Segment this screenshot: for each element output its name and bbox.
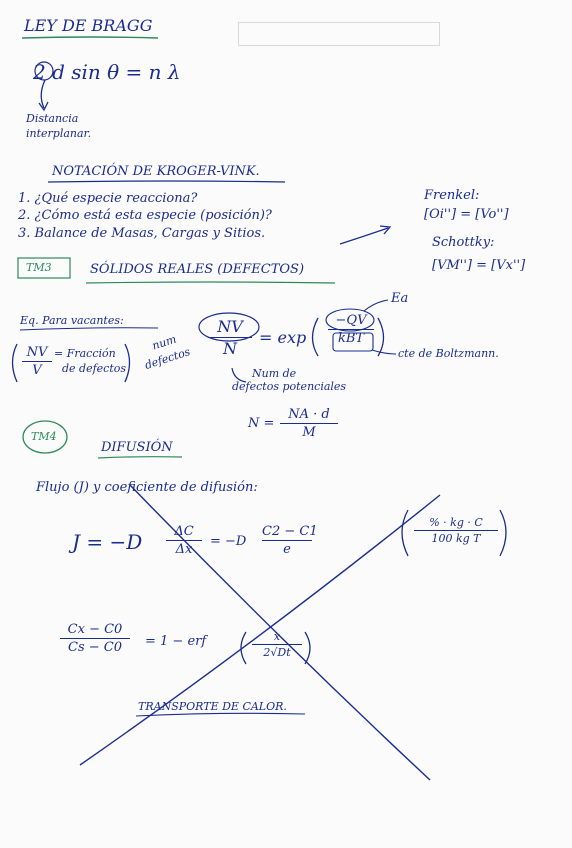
kroger-item-1: 1. ¿Qué especie reacciona?: [18, 191, 198, 206]
frenkel-label: Frenkel:: [424, 188, 480, 203]
tm4-badge: TM4: [31, 430, 57, 443]
ficks-num: Cx − C0: [67, 622, 123, 637]
n-eq-fraction: NA · d M: [280, 407, 338, 440]
j-eq-frac2: C2 − C1 e: [262, 524, 318, 557]
exp-den: kBT: [337, 331, 365, 346]
tm3-badge: TM3: [26, 261, 52, 274]
exp-fraction: −QV kBT: [328, 313, 374, 346]
main-fraction: NV N: [208, 317, 252, 358]
bragg-equation: 2 d sin θ = n λ: [33, 60, 181, 84]
exp-text: = exp: [259, 328, 307, 347]
schottky-label: Schottky:: [432, 235, 495, 250]
units-fraction: % · kg · C 100 kg T: [414, 516, 498, 545]
j-eq-frac2-num: C2 − C1: [262, 524, 318, 539]
main-frac-den: N: [223, 339, 237, 358]
n-eq-num: NA · d: [288, 407, 330, 422]
units-den: 100 kg T: [431, 532, 481, 545]
ficks-arg-den: 2√Dt: [263, 646, 291, 659]
ficks-arg: x 2√Dt: [252, 630, 302, 659]
ghost-box: [238, 22, 440, 46]
n-note-2: defectos potenciales: [232, 380, 347, 393]
j-eq-mid: = −D: [210, 534, 247, 549]
kroger-item-2: 2. ¿Cómo está esta especie (posición)?: [18, 208, 272, 223]
j-eq-left: J = −D: [72, 530, 143, 554]
fraction-nv-v: NV V: [22, 345, 52, 378]
schottky-equation: [VM''] = [Vx'']: [432, 258, 526, 273]
bragg-note-2: interplanar.: [26, 127, 92, 140]
n-note-1: Num de: [252, 367, 297, 380]
exp-num: −QV: [335, 313, 367, 328]
ficks-arg-num: x: [273, 630, 281, 643]
vacantes-label: Eq. Para vacantes:: [20, 314, 124, 327]
fraction-den: V: [32, 363, 42, 378]
frenkel-equation: [Oi''] = [Vo'']: [424, 207, 509, 222]
ea-label: Ea: [391, 291, 409, 306]
difusion-title: DIFUSIÓN: [101, 440, 173, 455]
j-eq-frac1-num: ΔC: [174, 524, 194, 539]
boltzmann-note: cte de Boltzmann.: [398, 347, 499, 360]
transporte-title: TRANSPORTE DE CALOR.: [138, 700, 287, 713]
kroger-title: NOTACIÓN DE KROGER-VINK.: [52, 164, 260, 179]
units-num: % · kg · C: [429, 516, 483, 529]
j-eq-frac1: ΔC Δx: [166, 524, 202, 557]
bragg-title: LEY DE BRAGG: [24, 16, 153, 35]
fraction-text-2: de defectos: [62, 362, 127, 375]
j-eq-frac2-den: e: [283, 542, 291, 557]
solidos-title: SÓLIDOS REALES (DEFECTOS): [90, 262, 305, 277]
ficks-mid: = 1 − erf: [145, 634, 207, 649]
kroger-item-3: 3. Balance de Masas, Cargas y Sitios.: [18, 226, 266, 241]
bragg-note-1: Distancia: [26, 112, 79, 125]
ficks-fraction: Cx − C0 Cs − C0: [60, 622, 130, 655]
n-eq-den: M: [302, 425, 316, 440]
flujo-label: Flujo (J) y coeficiente de difusión:: [36, 480, 258, 495]
n-eq-left: N =: [248, 416, 275, 431]
j-eq-frac1-den: Δx: [175, 542, 193, 557]
fraction-num: NV: [26, 345, 48, 360]
main-frac-num: NV: [217, 317, 243, 336]
ficks-den: Cs − C0: [68, 640, 122, 655]
fraction-text-1: = Fracción: [54, 347, 116, 360]
